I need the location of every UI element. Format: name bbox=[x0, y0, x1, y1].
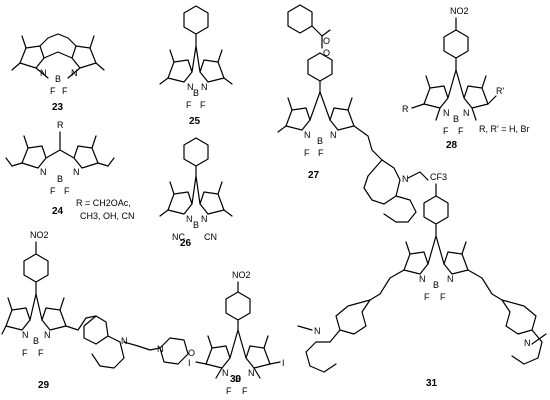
atom-n: N bbox=[524, 338, 531, 348]
atom-b: B bbox=[57, 174, 63, 184]
atom-o: O bbox=[323, 48, 330, 58]
compound-label: 25 bbox=[189, 116, 201, 127]
compound-label: 27 bbox=[308, 170, 320, 181]
compound-label: 28 bbox=[446, 140, 458, 151]
compound-label: 29 bbox=[38, 380, 50, 391]
atom-f: F bbox=[304, 148, 310, 158]
atom-n: N bbox=[463, 108, 470, 118]
atom-b: B bbox=[193, 220, 199, 230]
compound-29: NO2 N B N F F N N O 29 bbox=[1, 230, 195, 391]
atom-r: R bbox=[402, 104, 409, 114]
atom-n: N bbox=[157, 344, 164, 354]
substituent-note: CH3, OH, CN bbox=[80, 211, 135, 221]
atom-i: I bbox=[282, 358, 285, 368]
atom-f: F bbox=[50, 186, 56, 196]
atom-no2: NO2 bbox=[232, 270, 251, 280]
compound-label: 31 bbox=[426, 378, 438, 389]
atom-f: F bbox=[186, 100, 192, 110]
atom-n: N bbox=[40, 167, 47, 177]
atom-f: F bbox=[318, 148, 324, 158]
atom-b: B bbox=[193, 88, 199, 98]
atom-f: F bbox=[440, 292, 446, 302]
compound-26: N B N NC CN 26 bbox=[159, 137, 233, 249]
atom-cf3: CF3 bbox=[430, 172, 447, 182]
atom-n: N bbox=[22, 330, 29, 340]
compound-label: 23 bbox=[52, 102, 64, 113]
atom-nc: NC bbox=[172, 232, 185, 242]
compound-25: N B N F F 25 bbox=[159, 5, 233, 127]
compound-27: O O N B N F F N 27 bbox=[277, 4, 429, 223]
atom-n: N bbox=[40, 68, 47, 78]
atom-i: I bbox=[188, 358, 191, 368]
atom-n: N bbox=[419, 274, 426, 284]
atom-n: N bbox=[186, 214, 193, 224]
atom-n: N bbox=[402, 174, 409, 184]
atom-f: F bbox=[200, 100, 206, 110]
atom-f: F bbox=[443, 126, 449, 136]
atom-n: N bbox=[187, 82, 194, 92]
atom-n: N bbox=[248, 368, 255, 378]
atom-n: N bbox=[121, 336, 128, 346]
atom-o: O bbox=[188, 348, 195, 358]
atom-n: N bbox=[73, 167, 80, 177]
atom-r-prime: R' bbox=[496, 86, 504, 96]
atom-b: B bbox=[33, 336, 39, 346]
substituent-note: R, R' = H, Br bbox=[479, 124, 529, 134]
compound-23: N B N F F 23 bbox=[11, 33, 105, 113]
atom-f: F bbox=[62, 86, 68, 96]
atom-f: F bbox=[424, 292, 430, 302]
atom-f: F bbox=[38, 348, 44, 358]
compound-31: CF3 N B N F F N N 31 bbox=[297, 172, 547, 389]
atom-n: N bbox=[330, 130, 337, 140]
atom-n: N bbox=[201, 214, 208, 224]
compound-30: NO2 I I N B N F F 30 bbox=[188, 270, 285, 396]
atom-no2: NO2 bbox=[30, 230, 49, 240]
compound-24: R N B N F F 24 R = CH2OAc, CH3, OH, CN bbox=[5, 120, 135, 221]
atom-cn: CN bbox=[204, 232, 217, 242]
compound-label: 24 bbox=[52, 206, 64, 217]
atom-f: F bbox=[242, 386, 248, 396]
atom-r: R bbox=[57, 120, 64, 130]
atom-b: B bbox=[235, 374, 241, 384]
atom-n: N bbox=[71, 68, 78, 78]
atom-f: F bbox=[226, 386, 232, 396]
atom-b: B bbox=[453, 114, 459, 124]
atom-b: B bbox=[55, 74, 61, 84]
compound-label: 26 bbox=[180, 238, 192, 249]
atom-f: F bbox=[50, 86, 56, 96]
atom-f: F bbox=[458, 126, 464, 136]
atom-n: N bbox=[314, 326, 321, 336]
atom-b: B bbox=[433, 280, 439, 290]
atom-n: N bbox=[447, 274, 454, 284]
atom-b: B bbox=[317, 136, 323, 146]
atom-n: N bbox=[443, 108, 450, 118]
atom-f: F bbox=[22, 348, 28, 358]
substituent-note: R = CH2OAc, bbox=[76, 198, 131, 208]
atom-n: N bbox=[222, 368, 229, 378]
atom-n: N bbox=[304, 130, 311, 140]
atom-no2: NO2 bbox=[450, 6, 469, 16]
compound-28: NO2 R R' N B N F F 28 R, R' = H, Br bbox=[402, 6, 529, 151]
atom-f: F bbox=[64, 186, 70, 196]
atom-n: N bbox=[44, 330, 51, 340]
compound-label: 30 bbox=[230, 374, 242, 385]
atom-n: N bbox=[201, 82, 208, 92]
atom-o: O bbox=[323, 36, 330, 46]
